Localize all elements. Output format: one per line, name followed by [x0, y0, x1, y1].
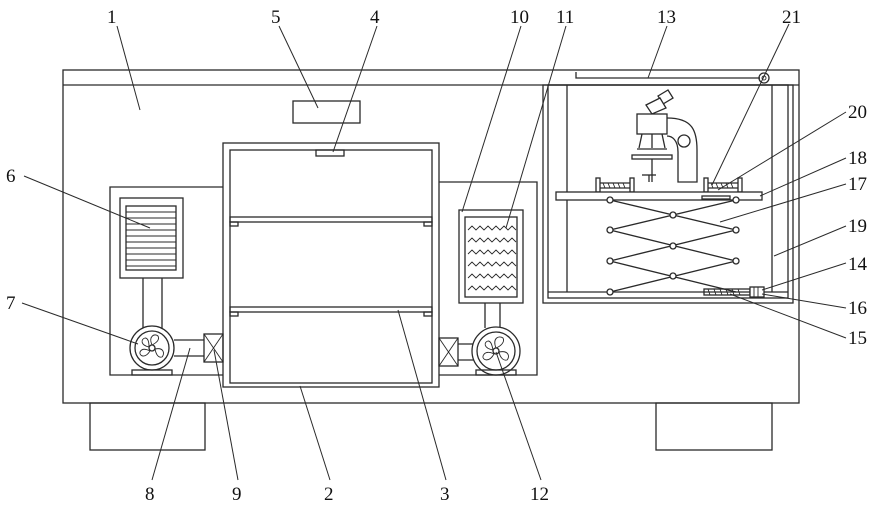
label-15: 15 [848, 328, 867, 349]
shelf-upper [230, 217, 432, 226]
label-13: 13 [657, 7, 676, 28]
label-18: 18 [848, 148, 867, 169]
label-5: 5 [271, 7, 281, 28]
label-20: 20 [848, 102, 867, 123]
label-16: 16 [848, 298, 867, 319]
label-6: 6 [6, 166, 16, 187]
label-11: 11 [556, 7, 574, 28]
label-2: 2 [324, 484, 334, 505]
sensor-top [316, 150, 344, 156]
label-3: 3 [440, 484, 450, 505]
label-12: 12 [530, 484, 549, 505]
left-fan [130, 326, 174, 375]
heater-box [459, 210, 523, 303]
hinged-lid [576, 72, 769, 83]
scissor-lift [607, 197, 739, 295]
left-pipe [174, 340, 204, 356]
clamp-rod-left [596, 178, 634, 192]
microscope [632, 90, 697, 182]
label-10: 10 [510, 7, 529, 28]
right-leg [656, 403, 772, 450]
leader-lines [22, 24, 846, 480]
lift-motor [750, 287, 764, 297]
lift-platform [556, 192, 762, 200]
label-9: 9 [232, 484, 242, 505]
left-leg [90, 403, 205, 450]
right-fan [472, 327, 520, 375]
shelf-lower [230, 307, 432, 316]
clamp-rod-right [704, 178, 742, 192]
label-21: 21 [782, 7, 801, 28]
reference-labels: 1 5 4 10 11 13 21 20 18 17 19 14 16 15 6… [6, 7, 868, 505]
label-17: 17 [848, 174, 867, 195]
right-riser-pipe [485, 303, 500, 328]
label-7: 7 [6, 293, 16, 314]
label-8: 8 [145, 484, 155, 505]
right-valve [439, 338, 458, 366]
label-1: 1 [107, 7, 117, 28]
label-4: 4 [370, 7, 380, 28]
central-chamber [223, 143, 439, 387]
label-14: 14 [848, 254, 868, 275]
left-vent-filter [120, 198, 183, 278]
left-riser-pipe [143, 278, 162, 330]
left-valve [204, 334, 223, 362]
label-19: 19 [848, 216, 867, 237]
